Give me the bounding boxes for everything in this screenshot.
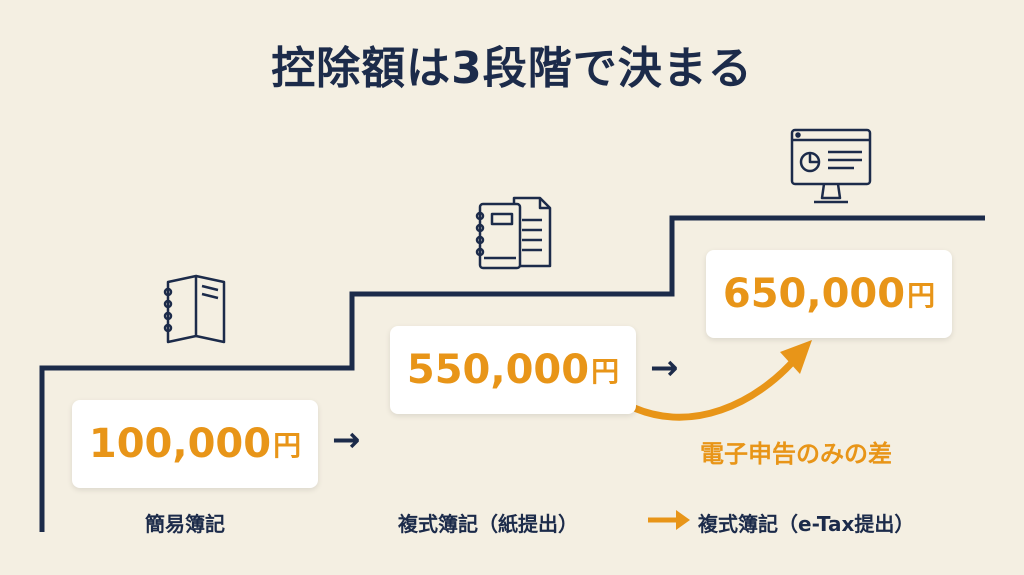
amount-value: 550,000 [406,347,590,393]
amount-value: 100,000 [88,421,272,467]
staircase-line [39,215,985,532]
difference-label: 電子申告のみの差 [700,440,892,468]
curved-difference-arrow [618,354,800,421]
ledger-documents-icon [475,196,552,270]
curved-arrow-head [780,340,812,374]
right-arrow-icon: → [650,348,679,388]
label-arrow-head [676,510,690,530]
notebook-icon [163,274,226,344]
amount-unit: 円 [907,279,936,312]
computer-monitor-icon [790,128,872,204]
step-label-double-paper: 複式簿記（紙提出） [398,512,578,536]
page-title: 控除額は3段階で決まる [271,43,753,94]
step-label-double-etax: 複式簿記（e-Tax提出） [698,512,915,536]
right-arrow-icon: → [332,420,361,460]
step-label-simple: 簡易簿記 [145,512,225,536]
amount-value: 650,000 [722,271,906,317]
amount-unit: 円 [591,355,620,388]
amount-unit: 円 [273,429,302,462]
